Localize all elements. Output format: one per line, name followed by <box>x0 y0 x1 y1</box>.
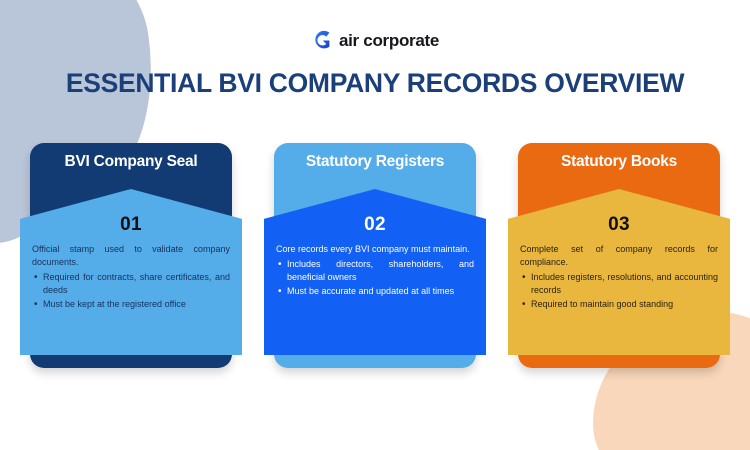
list-item: Includes directors, shareholders, and be… <box>276 258 474 284</box>
card-body-panel: 03 Complete set of company records for c… <box>508 189 730 355</box>
card-body-panel: 01 Official stamp used to validate compa… <box>20 189 242 355</box>
list-item: Required for contracts, share certificat… <box>32 271 230 297</box>
card-statutory-registers: Statutory Registers 02 Core records ever… <box>264 143 486 375</box>
card-title: Statutory Registers <box>305 153 445 170</box>
list-item: Required to maintain good standing <box>520 298 718 313</box>
list-item: Must be accurate and updated at all time… <box>276 285 474 300</box>
card-lead-text: Complete set of company records for comp… <box>520 244 718 268</box>
card-title: BVI Company Seal <box>64 153 198 170</box>
list-item: Must be kept at the registered office <box>32 298 230 313</box>
page-title: ESSENTIAL BVI COMPANY RECORDS OVERVIEW <box>65 68 685 98</box>
cards-row: BVI Company Seal 01 Official stamp used … <box>0 143 750 375</box>
brand-logo: air corporate <box>0 30 750 51</box>
card-body-panel: 02 Core records every BVI company must m… <box>264 189 486 355</box>
card-number: 01 <box>120 214 142 235</box>
card-bvi-company-seal: BVI Company Seal 01 Official stamp used … <box>20 143 242 375</box>
air-corporate-logo-icon <box>311 30 332 51</box>
card-title: Statutory Books <box>561 153 677 170</box>
card-number: 03 <box>608 214 630 235</box>
card-bullet-list: Includes directors, shareholders, and be… <box>276 258 474 300</box>
brand-name: air corporate <box>338 30 440 50</box>
card-lead-text: Core records every BVI company must main… <box>276 244 470 254</box>
card-number: 02 <box>364 214 386 235</box>
list-item: Includes registers, resolutions, and acc… <box>520 271 718 297</box>
card-lead-text: Official stamp used to validate company … <box>32 244 230 268</box>
card-bullet-list: Required for contracts, share certificat… <box>32 271 230 313</box>
card-statutory-books: Statutory Books 03 Complete set of compa… <box>508 143 730 375</box>
card-bullet-list: Includes registers, resolutions, and acc… <box>520 271 718 313</box>
